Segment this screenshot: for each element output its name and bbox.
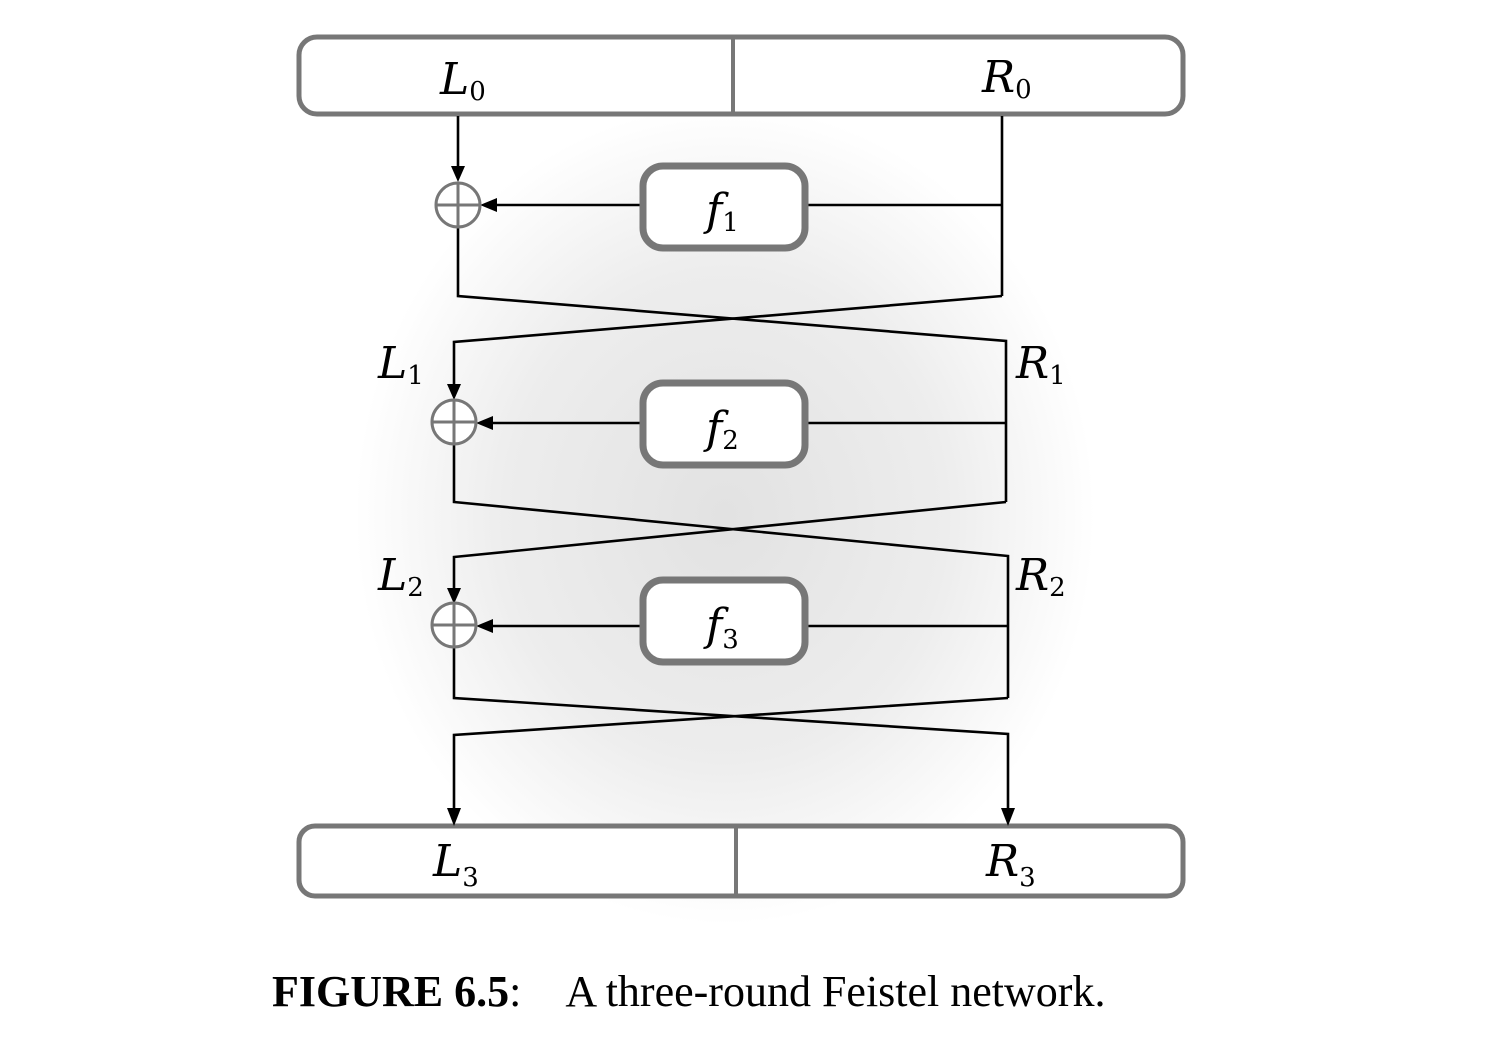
function-box-f2: f2: [639, 379, 809, 469]
label-R3: R3: [985, 836, 1036, 893]
label-R2: R2: [1015, 550, 1066, 603]
figure-number: FIGURE 6.5: [272, 967, 510, 1016]
label-L2: L2: [377, 550, 424, 603]
arrow-down-icon: [1001, 808, 1015, 826]
caption-text: A three-round Feistel network.: [565, 967, 1106, 1016]
arrow-left-icon: [480, 198, 497, 212]
figure-caption: FIGURE 6.5: A three-round Feistel network…: [272, 966, 1105, 1017]
xor-2: [430, 398, 478, 446]
arrow-down-icon: [451, 166, 465, 182]
function-box-f3: f3: [639, 576, 809, 666]
label-R1: R1: [1015, 338, 1066, 391]
arrow-down-icon: [447, 588, 461, 604]
input-block: L0 R0: [296, 34, 1186, 117]
label-L0: L0: [439, 54, 486, 107]
arrow-left-icon: [476, 619, 493, 633]
label-L3: L3: [432, 836, 479, 893]
caption-separator: :: [509, 967, 522, 1016]
round-1-wires: [447, 116, 1008, 502]
output-block: L3 R3: [296, 823, 1186, 899]
label-L1: L1: [377, 338, 424, 391]
arrow-down-icon: [447, 384, 461, 400]
round-3-wires: [447, 619, 1015, 826]
xor-1: [434, 181, 482, 229]
function-box-f1: f1: [639, 162, 809, 252]
xor-3: [430, 601, 478, 649]
arrow-left-icon: [476, 416, 493, 430]
label-R0: R0: [981, 52, 1032, 105]
arrow-down-icon: [447, 808, 461, 826]
background-glow: [355, 105, 1095, 925]
